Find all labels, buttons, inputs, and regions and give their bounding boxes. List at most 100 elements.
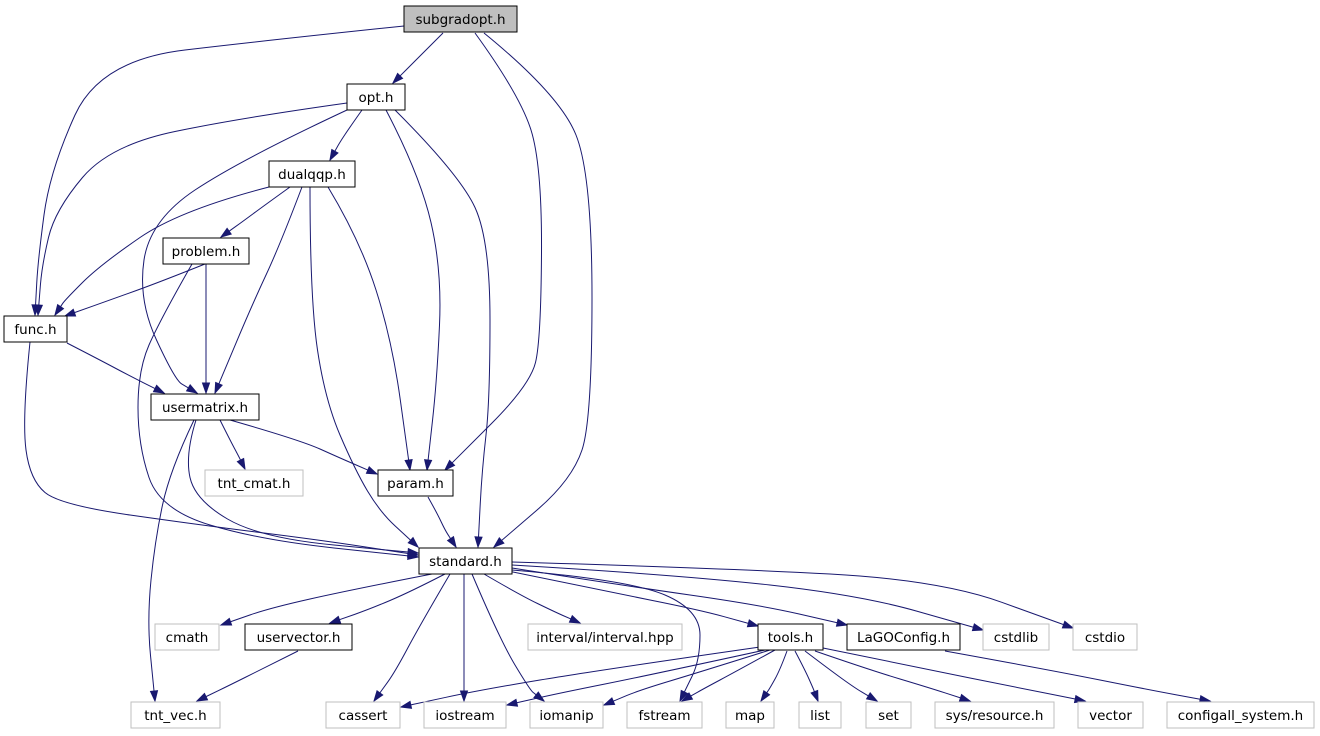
node-box [529,701,604,729]
arrowhead-icon [391,72,404,85]
node-box [757,623,824,651]
arrowhead-icon [373,690,384,703]
edge-tools-map [760,650,788,703]
edge-dualqqp-problem [219,186,291,238]
node-standard[interactable]: standard.h [418,547,513,575]
node-label: cstdio [1085,630,1125,646]
arrowhead-icon [446,535,457,549]
node-dualqqp[interactable]: dualqqp.h [268,160,356,188]
node-box [377,469,454,497]
node-subgradopt[interactable]: subgradopt.h [403,5,518,33]
edge-subgradopt-param [443,32,543,472]
node-box [846,623,961,651]
edge-line [148,419,195,692]
edge-opt-func [34,102,348,317]
arrowhead-icon [34,304,44,317]
edge-usermatrix-param [229,419,379,475]
node-box [1166,701,1315,729]
arrowhead-icon [746,619,760,628]
arrowhead-icon [958,693,972,702]
node-label: configall_system.h [1178,708,1304,724]
node-opt[interactable]: opt.h [346,83,406,111]
node-cassert: cassert [325,701,401,729]
edge-line [399,32,444,77]
edge-func-standard [24,341,420,558]
dependency-edges [24,25,1212,709]
node-label: cassert [339,708,388,724]
node-box [130,701,221,729]
edge-standard-cmath [219,573,433,626]
node-label: list [810,708,830,724]
node-label: dualqqp.h [278,167,346,183]
node-func[interactable]: func.h [3,315,68,343]
node-uservector[interactable]: uservector.h [244,623,353,651]
node-cmath: cmath [154,623,220,651]
edge-line [451,32,543,464]
edge-tools-fstream [680,649,776,702]
edge-line [379,573,451,694]
edge-line [690,649,776,697]
node-problem[interactable]: problem.h [162,237,250,265]
node-lagoconfig[interactable]: LaGOConfig.h [846,623,961,651]
node-tools[interactable]: tools.h [757,623,824,651]
edge-dualqqp-param [327,186,413,472]
edge-line [142,109,348,389]
edge-line [410,646,761,706]
edge-standard-cassert [373,573,451,703]
node-cstdlib: cstdlib [982,623,1050,651]
node-fstream: fstream [626,701,703,729]
edge-tools-vector [822,647,1087,704]
node-vector: vector [1077,701,1144,729]
node-label: tnt_vec.h [144,708,206,724]
arrowhead-icon [219,617,233,626]
node-box [725,701,775,729]
arrowhead-icon [835,618,849,627]
arrowhead-icon [810,689,819,703]
arrowhead-icon [443,459,456,472]
edge-line [309,186,411,541]
edge-line [804,650,869,697]
node-param[interactable]: param.h [377,469,454,497]
node-label: tnt_cmat.h [218,476,291,492]
edge-opt-standard [394,109,491,549]
node-box [1072,623,1138,651]
arrowhead-icon [568,614,582,624]
edge-standard-lagoconfig [511,567,849,627]
node-box [346,83,406,111]
arrowhead-icon [865,692,879,702]
edge-line [814,650,961,699]
edge-line [511,561,1064,626]
node-tnt_vec: tnt_vec.h [130,701,221,729]
node-box [154,623,220,651]
node-label: interval/interval.hpp [536,630,673,646]
edge-subgradopt-standard [483,32,593,548]
edge-line [205,650,299,698]
arrowhead-icon [404,459,413,472]
edge-standard-iostream [459,573,469,703]
edge-line [334,109,363,152]
edge-subgradopt-opt [391,32,444,85]
edge-line [60,186,270,307]
arrowhead-icon [423,459,433,472]
node-configall: configall_system.h [1166,701,1315,729]
node-label: fstream [638,708,690,724]
node-map: map [725,701,775,729]
arrowhead-icon [54,303,65,317]
edge-tools-sysresource [814,650,972,702]
node-usermatrix[interactable]: usermatrix.h [150,393,260,421]
edge-standard-cstdlib [511,564,985,632]
edge-tools-cassert [399,646,761,709]
edge-standard-fstream [511,569,701,703]
edge-line [327,186,410,461]
edge-tools-iomanip [602,649,771,706]
node-label: cmath [166,630,209,646]
edge-tools-iostream [505,649,766,707]
arrowhead-icon [236,457,246,471]
edge-line [218,186,303,384]
edge-line [794,650,815,692]
edge-standard-iomanip [471,573,546,702]
node-label: usermatrix.h [162,400,248,416]
node-iostream: iostream [423,701,507,729]
node-label: map [735,708,765,724]
edge-func-usermatrix [66,342,166,394]
